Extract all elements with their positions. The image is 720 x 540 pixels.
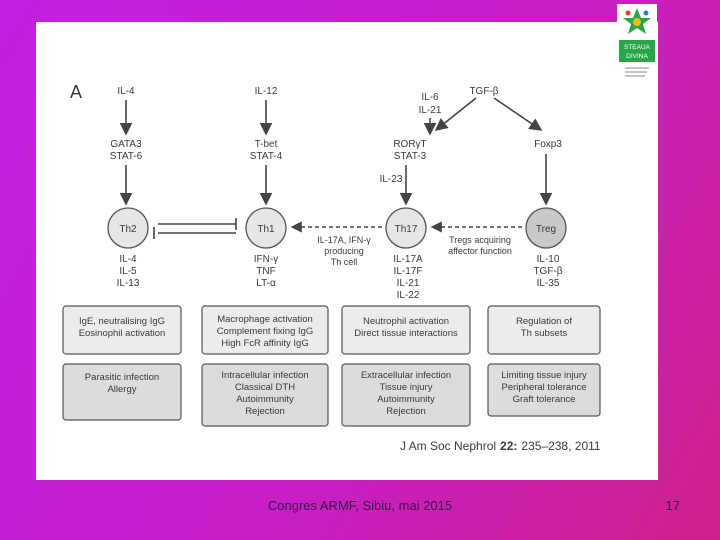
tf-tbet: T-bet bbox=[255, 139, 278, 150]
arrow-tgfb-foxp3 bbox=[493, 97, 543, 131]
logo-band bbox=[619, 40, 655, 62]
steaua-divina-logo: STEAUA DIVINA bbox=[617, 4, 657, 96]
function-th17-1: Neutrophil activation bbox=[363, 316, 449, 327]
label-th-cell: Th cell bbox=[331, 257, 358, 267]
logo-center-icon bbox=[633, 18, 641, 26]
citation-journal: J Am Soc Nephrol bbox=[400, 439, 496, 453]
tf-stat6: STAT-6 bbox=[110, 151, 143, 162]
function-box-treg bbox=[487, 305, 601, 355]
outcome-th1-2: Classical DTH bbox=[235, 382, 295, 393]
function-box-th17 bbox=[341, 305, 471, 355]
function-box-th2 bbox=[62, 305, 182, 355]
cell-th2-label: Th2 bbox=[119, 224, 137, 235]
panel-label: A bbox=[70, 82, 82, 102]
secreted-th1-1: IFN-γ bbox=[254, 254, 278, 265]
secreted-treg-2: TGF-β bbox=[533, 266, 562, 277]
cytokine-tgfb-top: TGF-β bbox=[469, 86, 498, 97]
slide-number: 17 bbox=[665, 498, 680, 513]
cytokine-il21-top: IL-21 bbox=[419, 105, 442, 116]
cytokine-il6: IL-6 bbox=[421, 92, 439, 103]
function-treg-2: Th subsets bbox=[521, 328, 568, 339]
function-th1-2: Complement fixing IgG bbox=[217, 326, 314, 337]
outcome-box-th1 bbox=[201, 363, 329, 427]
label-producing: producing bbox=[324, 246, 364, 256]
outcome-th17-1: Extracellular infection bbox=[361, 370, 451, 381]
secreted-th17-1: IL-17A bbox=[393, 254, 423, 265]
function-th2-1: IgE, neutralising IgG bbox=[79, 316, 165, 327]
citation-volume: 22: bbox=[500, 439, 517, 453]
cytokine-il12: IL-12 bbox=[255, 86, 278, 97]
function-box-th1 bbox=[201, 305, 329, 355]
secreted-th17-3: IL-21 bbox=[397, 278, 420, 289]
secreted-th1-2: TNF bbox=[256, 266, 275, 277]
outcome-th1-4: Rejection bbox=[245, 406, 285, 417]
outcome-box-treg bbox=[487, 363, 601, 417]
outcome-th2-1: Parasitic infection bbox=[85, 372, 159, 383]
tf-gata3: GATA3 bbox=[110, 139, 142, 150]
label-il17a-ifng: IL-17A, IFN-γ bbox=[317, 235, 371, 245]
outcome-treg-2: Peripheral tolerance bbox=[501, 382, 586, 393]
th-differentiation-diagram: A IL-4 IL-12 IL-6 IL-21 TGF-β GATA3 STAT… bbox=[62, 82, 601, 453]
secreted-th1-3: LT-α bbox=[256, 278, 276, 289]
outcome-th17-4: Rejection bbox=[386, 406, 426, 417]
slide-footer: Congres ARMF, Sibiu, mai 2015 bbox=[267, 498, 453, 513]
outcome-th1-1: Intracellular infection bbox=[221, 370, 308, 381]
outcome-treg-3: Graft tolerance bbox=[513, 394, 576, 405]
cytokine-il4-top: IL-4 bbox=[117, 86, 135, 97]
tf-stat4: STAT-4 bbox=[250, 151, 283, 162]
label-tregs-acquiring: Tregs acquiring bbox=[449, 235, 511, 245]
outcome-th17-3: Autoimmunity bbox=[377, 394, 435, 405]
function-treg-1: Regulation of bbox=[516, 316, 572, 327]
secreted-treg-1: IL-10 bbox=[537, 254, 560, 265]
tf-stat3: STAT-3 bbox=[394, 151, 427, 162]
tf-rorgt: RORγT bbox=[393, 139, 426, 150]
outcome-th1-3: Autoimmunity bbox=[236, 394, 294, 405]
secreted-th2-3: IL-13 bbox=[117, 278, 140, 289]
cell-th17 bbox=[385, 207, 427, 249]
logo-dot-blue bbox=[643, 10, 649, 16]
citation-pages: 235–238, 2011 bbox=[521, 439, 601, 453]
logo-text-2: DIVINA bbox=[626, 53, 648, 60]
logo-text-1: STEAUA bbox=[624, 44, 651, 51]
slide-content-panel: A IL-4 IL-12 IL-6 IL-21 TGF-β GATA3 STAT… bbox=[36, 22, 658, 480]
outcome-th2-2: Allergy bbox=[107, 384, 136, 395]
secreted-th17-2: IL-17F bbox=[394, 266, 423, 277]
function-th17-2: Direct tissue interactions bbox=[354, 328, 458, 339]
cell-treg bbox=[525, 207, 567, 249]
secreted-treg-3: IL-35 bbox=[537, 278, 560, 289]
function-th1-1: Macrophage activation bbox=[217, 314, 313, 325]
function-th1-3: High FcR affinity IgG bbox=[221, 338, 308, 349]
logo-dot-red bbox=[625, 10, 631, 16]
cell-th1-label: Th1 bbox=[257, 224, 275, 235]
secreted-th17-4: IL-22 bbox=[397, 290, 420, 301]
label-affector-function: affector function bbox=[448, 246, 512, 256]
outcome-th17-2: Tissue injury bbox=[380, 382, 433, 393]
outcome-box-th2 bbox=[62, 363, 182, 421]
function-th2-2: Eosinophil activation bbox=[79, 328, 166, 339]
secreted-th2-1: IL-4 bbox=[119, 254, 137, 265]
arrow-tgfb-ror bbox=[434, 97, 477, 131]
cell-treg-label: Treg bbox=[536, 224, 556, 235]
cell-th1 bbox=[245, 207, 287, 249]
secreted-th2-2: IL-5 bbox=[119, 266, 137, 277]
tf-foxp3: Foxp3 bbox=[534, 139, 562, 150]
cell-th17-label: Th17 bbox=[395, 224, 418, 235]
outcome-treg-1: Limiting tissue injury bbox=[501, 370, 587, 381]
cytokine-il23: IL-23 bbox=[380, 174, 403, 185]
cell-th2 bbox=[107, 207, 149, 249]
outcome-box-th17 bbox=[341, 363, 471, 427]
logo-graphic: STEAUA DIVINA bbox=[619, 8, 655, 77]
citation: J Am Soc Nephrol 22: 235–238, 2011 bbox=[400, 439, 601, 453]
